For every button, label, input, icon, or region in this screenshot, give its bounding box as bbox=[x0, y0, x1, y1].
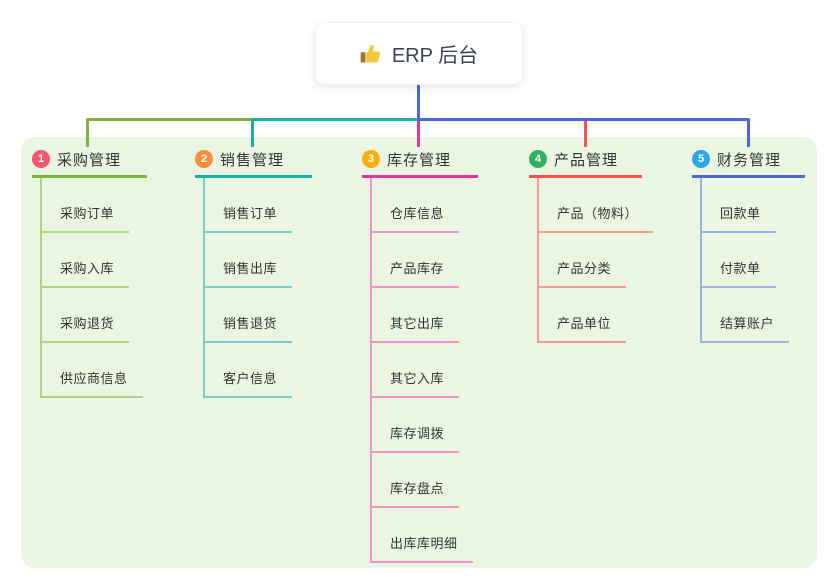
child-node[interactable]: 仓库信息 bbox=[372, 178, 473, 233]
branch-node[interactable]: 5 财务管理 bbox=[692, 146, 805, 178]
child-node[interactable]: 回款单 bbox=[702, 178, 789, 233]
child-node[interactable]: 采购入库 bbox=[42, 233, 143, 288]
child-node-label: 产品（物料） bbox=[539, 203, 654, 233]
child-node[interactable]: 采购订单 bbox=[42, 178, 143, 233]
child-node-label: 销售退货 bbox=[205, 313, 293, 343]
branch-children: 销售订单销售出库销售退货客户信息 bbox=[203, 178, 293, 398]
branch-node[interactable]: 4 产品管理 bbox=[529, 146, 642, 178]
branch-number-badge: 5 bbox=[692, 150, 710, 168]
child-node-label: 结算账户 bbox=[702, 313, 790, 343]
child-node-label: 客户信息 bbox=[205, 368, 293, 398]
branch-children: 产品（物料） 产品分类产品单位 bbox=[537, 178, 654, 343]
child-node[interactable]: 库存调拨 bbox=[372, 398, 473, 453]
child-node[interactable]: 出库库明细 bbox=[372, 508, 473, 563]
child-node-label: 产品单位 bbox=[539, 313, 627, 343]
branch-children: 采购订单采购入库采购退货供应商信息 bbox=[40, 178, 143, 398]
child-node[interactable]: 付款单 bbox=[702, 233, 789, 288]
child-node[interactable]: 其它出库 bbox=[372, 288, 473, 343]
thumbs-up-icon bbox=[360, 43, 382, 65]
branch-group-panel bbox=[21, 137, 817, 568]
child-node-label: 其它出库 bbox=[372, 313, 460, 343]
branch-node-label: 销售管理 bbox=[220, 151, 285, 169]
root-node-title: ERP 后台 bbox=[391, 45, 479, 67]
child-node-label: 采购订单 bbox=[42, 203, 130, 233]
branch-node-label: 库存管理 bbox=[387, 151, 452, 169]
child-node[interactable]: 其它入库 bbox=[372, 343, 473, 398]
branch-number-badge: 2 bbox=[195, 150, 213, 168]
child-node-label: 产品库存 bbox=[372, 258, 460, 288]
child-node-label: 库存盘点 bbox=[372, 478, 460, 508]
branch-column: 1 采购管理 采购订单采购入库采购退货供应商信息 bbox=[32, 146, 147, 398]
branch-node-label: 采购管理 bbox=[57, 151, 122, 169]
child-node[interactable]: 销售订单 bbox=[205, 178, 293, 233]
branch-node[interactable]: 2 销售管理 bbox=[195, 146, 312, 178]
branch-node[interactable]: 1 采购管理 bbox=[32, 146, 147, 178]
child-node-label: 出库库明细 bbox=[372, 533, 473, 563]
root-node[interactable]: ERP 后台 bbox=[315, 22, 523, 85]
child-node-label: 采购入库 bbox=[42, 258, 130, 288]
child-node[interactable]: 库存盘点 bbox=[372, 453, 473, 508]
child-node-label: 库存调拨 bbox=[372, 423, 460, 453]
child-node[interactable]: 产品单位 bbox=[539, 288, 653, 343]
branch-node[interactable]: 3 库存管理 bbox=[362, 146, 478, 178]
child-node[interactable]: 产品库存 bbox=[372, 233, 473, 288]
branch-number-badge: 1 bbox=[32, 150, 50, 168]
child-node[interactable]: 供应商信息 bbox=[42, 343, 143, 398]
child-node-label: 供应商信息 bbox=[42, 368, 143, 398]
branch-column: 3 库存管理 仓库信息产品库存其它出库其它入库库存调拨库存盘点出库库明细 bbox=[362, 146, 478, 563]
child-node-label: 仓库信息 bbox=[372, 203, 460, 233]
child-node[interactable]: 产品（物料） bbox=[539, 178, 654, 233]
child-node-label: 销售出库 bbox=[205, 258, 293, 288]
branch-column: 2 销售管理 销售订单销售出库销售退货客户信息 bbox=[195, 146, 312, 398]
branch-node-label: 财务管理 bbox=[717, 151, 782, 169]
child-node[interactable]: 客户信息 bbox=[205, 343, 293, 398]
child-node[interactable]: 产品分类 bbox=[539, 233, 653, 288]
branch-number-badge: 4 bbox=[529, 150, 547, 168]
child-node-label: 采购退货 bbox=[42, 313, 130, 343]
child-node-label: 产品分类 bbox=[539, 258, 627, 288]
child-node-label: 付款单 bbox=[702, 258, 776, 288]
branch-column: 4 产品管理 产品（物料） 产品分类产品单位 bbox=[529, 146, 654, 343]
branch-children: 回款单付款单结算账户 bbox=[700, 178, 790, 343]
child-node[interactable]: 销售出库 bbox=[205, 233, 293, 288]
branch-number-badge: 3 bbox=[362, 150, 380, 168]
branch-column: 5 财务管理 回款单付款单结算账户 bbox=[692, 146, 805, 343]
child-node-label: 回款单 bbox=[702, 203, 776, 233]
child-node[interactable]: 销售退货 bbox=[205, 288, 293, 343]
child-node[interactable]: 采购退货 bbox=[42, 288, 143, 343]
branch-children: 仓库信息产品库存其它出库其它入库库存调拨库存盘点出库库明细 bbox=[370, 178, 473, 563]
child-node-label: 其它入库 bbox=[372, 368, 460, 398]
branch-node-label: 产品管理 bbox=[554, 151, 619, 169]
child-node-label: 销售订单 bbox=[205, 203, 293, 233]
child-node[interactable]: 结算账户 bbox=[702, 288, 790, 343]
